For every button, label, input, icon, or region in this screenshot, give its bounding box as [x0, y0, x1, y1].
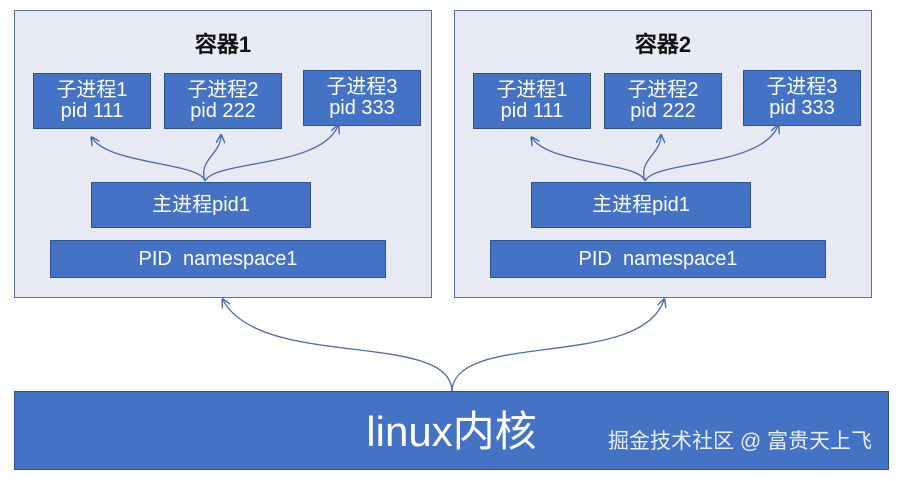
pid-namespace-box: PID namespace1	[490, 240, 826, 278]
child-process-name: 子进程1	[496, 79, 568, 101]
pid-namespace-label: PID namespace1	[578, 247, 738, 270]
watermark: 掘金技术社区 @ 富贵天上飞	[608, 430, 872, 453]
child-process-name: 子进程2	[627, 79, 699, 101]
arrow-kernel-to-container-2	[451, 300, 664, 392]
child-process-box: 子进程2 pid 222	[164, 73, 282, 129]
main-process-box: 主进程pid1	[91, 182, 311, 228]
child-process-box: 子进程1 pid 111	[33, 73, 151, 129]
kernel-label: linux内核	[366, 408, 537, 455]
child-process-pid: pid 333	[329, 97, 395, 119]
main-process-label: 主进程pid1	[152, 193, 250, 216]
child-process-name: 子进程2	[187, 79, 259, 101]
child-process-box: 子进程3 pid 333	[743, 70, 861, 126]
linux-kernel-box: linux内核 掘金技术社区 @ 富贵天上飞	[14, 391, 889, 470]
container-title: 容器1	[194, 32, 252, 57]
arrow-kernel-to-container-1	[223, 300, 453, 392]
container-2: 容器2 子进程1 pid 111 子进程2 pid 222 子进程3 pid 3…	[454, 10, 872, 298]
child-process-pid: pid 111	[60, 100, 124, 122]
child-process-box: 子进程3 pid 333	[303, 70, 421, 126]
child-process-name: 子进程1	[56, 79, 128, 101]
child-process-pid: pid 222	[190, 100, 256, 122]
child-process-name: 子进程3	[766, 76, 838, 98]
child-process-box: 子进程1 pid 111	[473, 73, 591, 129]
child-process-name: 子进程3	[326, 76, 398, 98]
main-process-label: 主进程pid1	[592, 193, 690, 216]
child-process-box: 子进程2 pid 222	[604, 73, 722, 129]
child-process-pid: pid 333	[769, 97, 835, 119]
main-process-box: 主进程pid1	[531, 182, 751, 228]
pid-namespace-box: PID namespace1	[50, 240, 386, 278]
child-process-pid: pid 222	[630, 100, 696, 122]
pid-namespace-label: PID namespace1	[138, 247, 298, 270]
child-process-pid: pid 111	[500, 100, 564, 122]
container-1: 容器1 子进程1 pid 111 子进程2 pid 222 子进程3 pid 3…	[14, 10, 432, 298]
container-title: 容器2	[634, 32, 692, 57]
